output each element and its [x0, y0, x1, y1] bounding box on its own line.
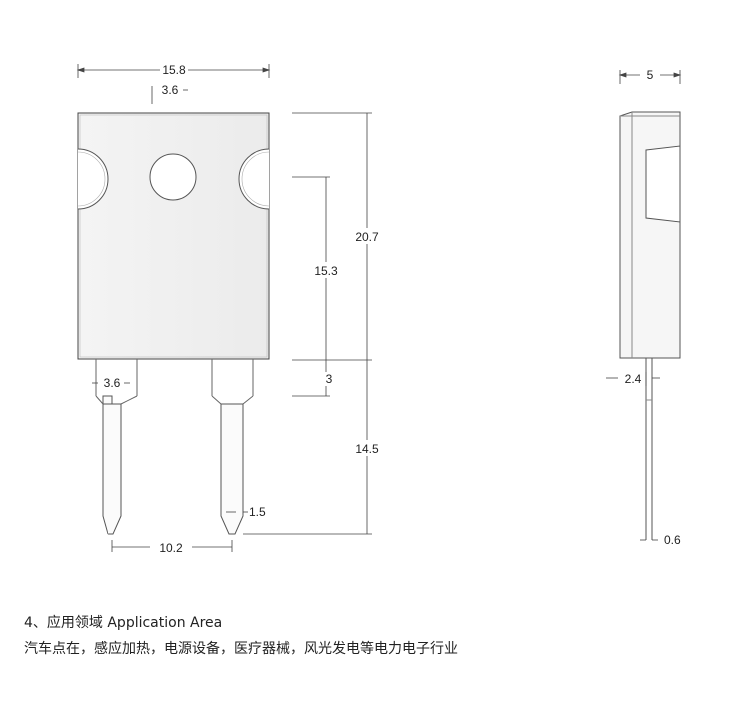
dim-total-height: 20.7 — [355, 230, 379, 244]
side-view — [619, 111, 681, 540]
dim-lead-base-width: 3.6 — [104, 376, 121, 390]
dim-lead-thickness: 0.6 — [664, 533, 681, 547]
technical-drawing: 15.8 3.6 20.7 15.3 3 14.5 3.6 10.2 1.5 5… — [76, 63, 682, 555]
application-area-heading: 4、应用领域 Application Area — [24, 615, 223, 631]
dim-thickness: 5 — [647, 68, 654, 82]
application-area-text: 汽车点在，感应加热，电源设备，医疗器械，风光发电等电力电子行业 — [24, 641, 458, 657]
dim-lead-width: 1.5 — [249, 505, 266, 519]
dim-hole-to-bottom: 15.3 — [314, 264, 338, 278]
dim-lead-pitch: 10.2 — [159, 541, 183, 555]
side-tab-window — [645, 145, 681, 223]
front-view — [77, 112, 270, 535]
mounting-hole — [149, 153, 197, 201]
dim-lead-offset: 2.4 — [625, 372, 642, 386]
right-lead — [220, 403, 244, 535]
front-dimensions — [76, 64, 372, 552]
dim-width: 15.8 — [162, 63, 186, 77]
dim-body-to-lead: 3 — [326, 372, 333, 386]
dim-hole-offset: 3.6 — [162, 83, 179, 97]
package-body — [77, 112, 270, 360]
side-dimensions — [606, 70, 682, 541]
dim-lead-length: 14.5 — [355, 442, 379, 456]
